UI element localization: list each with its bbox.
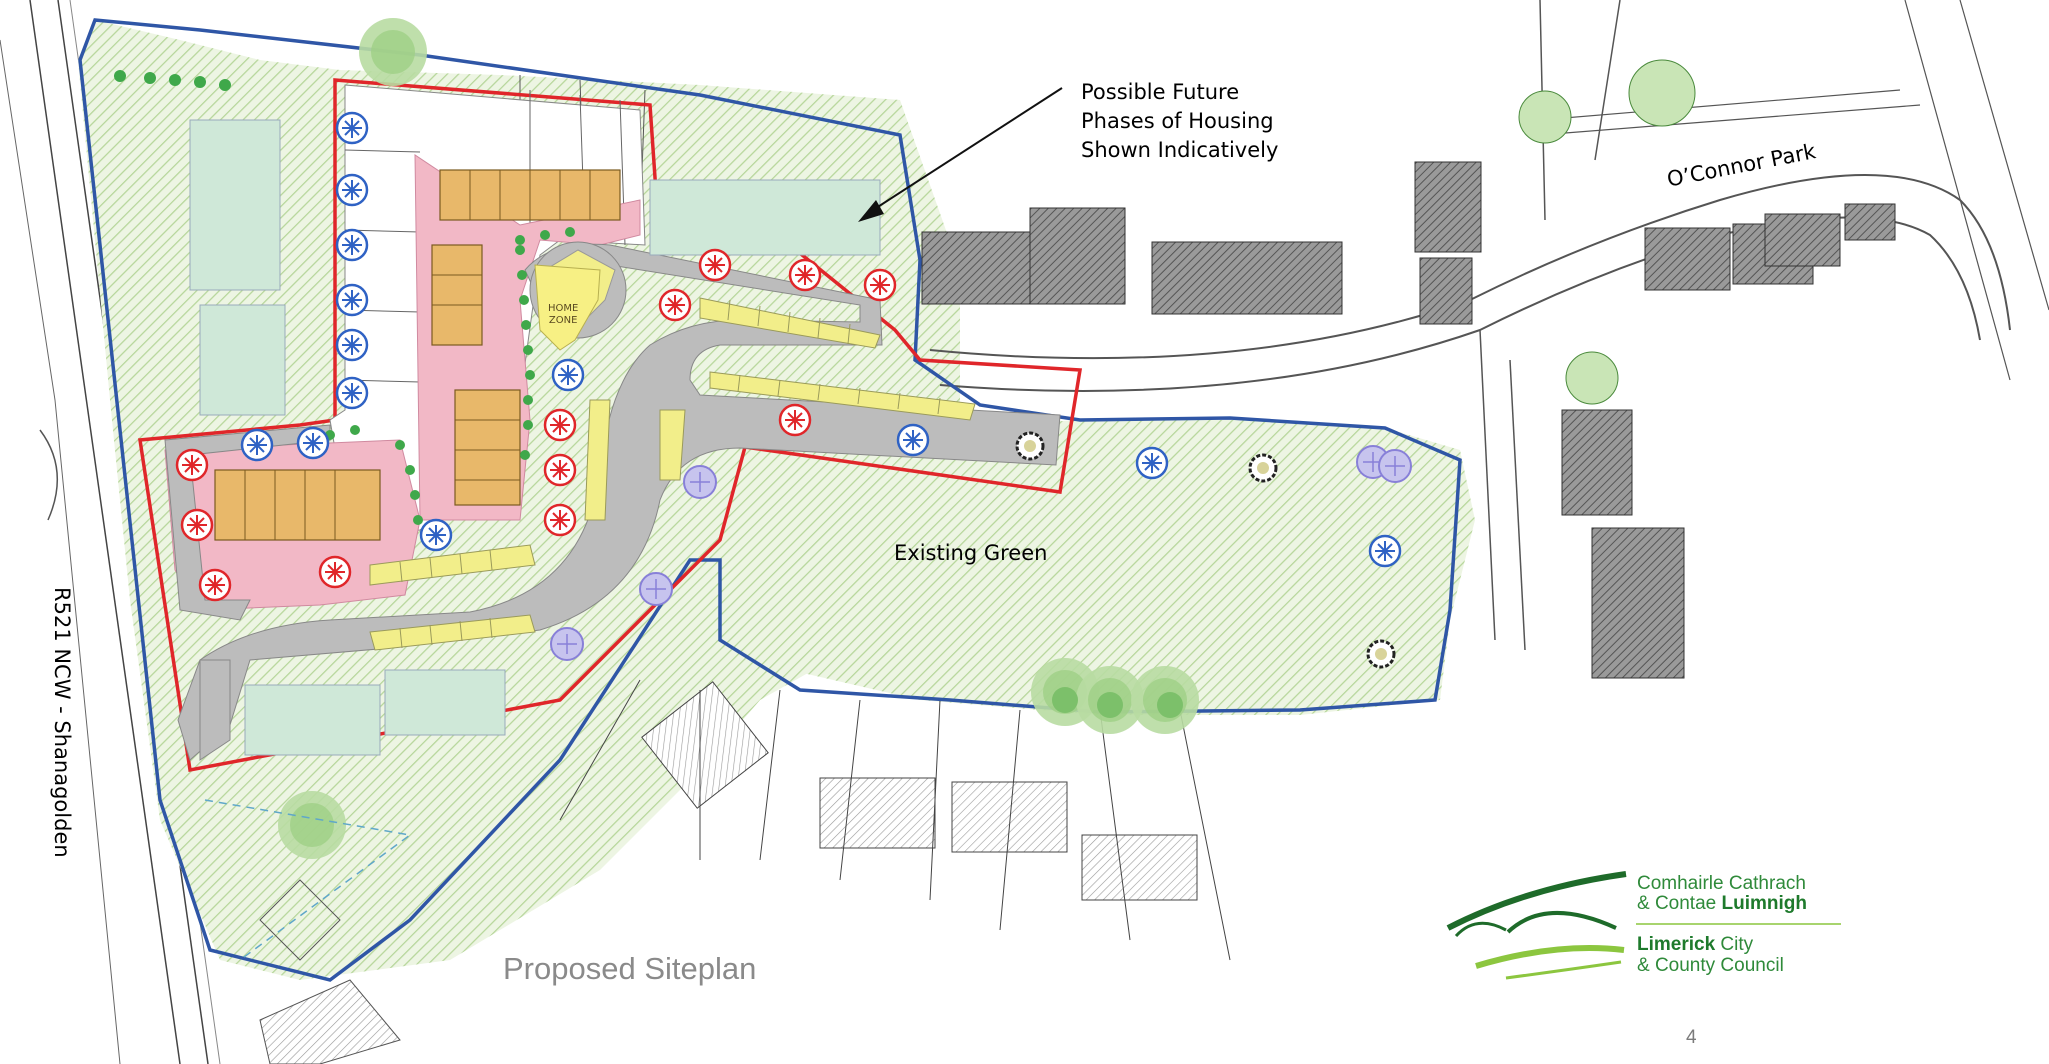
existing-green-label: Existing Green [894,541,1048,565]
logo-irish-prefix: & Contae [1637,893,1722,914]
council-logo-icon [1446,871,1841,980]
page-number: 4 [1686,1027,1697,1048]
logo-english-bold: Limerick [1637,934,1716,955]
logo-irish-line-1: Comhairle Cathrach [1637,873,1806,894]
logo-irish-bold: Luimnigh [1721,893,1807,914]
future-phases-annotation: Possible Future Phases of Housing Shown … [1081,78,1278,165]
home-zone-line-1: HOME [548,303,579,314]
home-zone-label: HOME ZONE [548,303,578,327]
slide-title: Proposed Siteplan [503,951,757,986]
logo-english-rest: City [1715,934,1754,955]
r521-road-label: R521 NCW - Shanagolden [50,587,74,858]
annotation-line-3: Shown Indicatively [1081,138,1279,162]
logo-english-line-1: Limerick City [1637,934,1753,955]
annotation-line-2: Phases of Housing [1081,109,1274,133]
home-zone-line-2: ZONE [548,315,578,326]
annotation-line-1: Possible Future [1081,80,1240,104]
logo-irish-line-2: & Contae Luimnigh [1637,893,1807,914]
logo-english-line-2: & County Council [1637,955,1784,976]
